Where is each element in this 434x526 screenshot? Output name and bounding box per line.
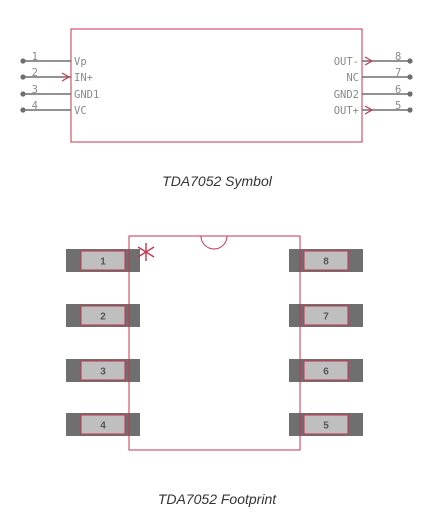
left-pin-2: 2 IN+ [20,67,93,84]
pin-number: 8 [395,51,401,63]
svg-text:5: 5 [323,421,329,432]
svg-text:8: 8 [323,257,329,268]
left-pin-1: 1 Vp [20,51,87,68]
output-arrow-icon [364,105,374,115]
svg-text:1: 1 [100,257,106,268]
pin-label: GND2 [334,89,359,101]
right-pin-5: 5 OUT+ [334,100,413,117]
pcb-footprint: 1 2 3 4 8 7 6 5 [66,235,363,507]
pin-label: OUT- [334,56,359,68]
pin-endpoint-dot [20,107,26,113]
right-pin-6: 6 GND2 [334,84,413,101]
pad-4: 4 [80,414,126,435]
symbol-caption: TDA7052 Symbol [162,173,273,189]
output-arrow-icon [364,56,374,66]
pin-number: 7 [395,67,401,79]
input-arrow-icon [61,72,71,82]
footprint-caption: TDA7052 Footprint [158,491,277,507]
pin-endpoint-dot [407,91,413,97]
svg-text:6: 6 [323,367,329,378]
pin-label: GND1 [74,89,99,101]
left-pin-4: 4 VC [20,100,87,117]
svg-text:2: 2 [100,312,106,323]
pad-6: 6 [303,360,349,381]
pin-endpoint-dot [407,74,413,80]
pad-5: 5 [303,414,349,435]
left-pin-3: 3 GND1 [20,84,99,101]
pin-number: 6 [395,84,401,96]
pin-endpoint-dot [20,91,26,97]
right-pin-8: 8 OUT- [334,51,413,68]
symbol-body [70,28,363,143]
pin-number: 1 [32,51,38,63]
pin-label: OUT+ [334,105,359,117]
pad-1: 1 [80,250,126,271]
pad-3: 3 [80,360,126,381]
pin-endpoint-dot [20,58,26,64]
pin-label: IN+ [74,72,93,84]
pin-label: NC [346,72,359,84]
pin-number: 5 [395,100,401,112]
pin-endpoint-dot [407,58,413,64]
pin-endpoint-dot [407,107,413,113]
pin-number: 4 [32,100,38,112]
schematic-symbol: 1 Vp 2 IN+ 3 GND1 4 VC 8 OUT- [20,28,413,189]
pad-7: 7 [303,305,349,326]
pin1-marker-icon [137,243,155,261]
pin-number: 3 [32,84,38,96]
pad-8: 8 [303,250,349,271]
pad-2: 2 [80,305,126,326]
pin-label: VC [74,105,87,117]
right-pin-7: 7 NC [346,67,413,84]
pin-endpoint-dot [20,74,26,80]
pin-label: Vp [74,56,87,68]
svg-text:3: 3 [100,367,106,378]
package-outline [128,235,301,451]
svg-text:7: 7 [323,312,329,323]
pin-number: 2 [32,67,38,79]
pin1-notch [200,235,228,250]
svg-text:4: 4 [100,421,106,432]
